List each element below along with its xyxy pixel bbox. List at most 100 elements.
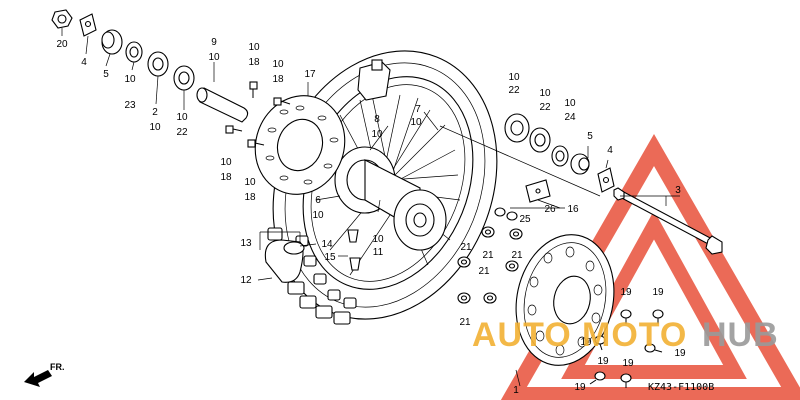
callout-21c: 21 [460, 242, 472, 253]
callout-18b: 18 [272, 74, 284, 85]
callout-20: 20 [56, 39, 68, 50]
leader-lines [61, 28, 680, 387]
brake-disc [254, 95, 346, 195]
chain-adjuster-plate-right-icon [597, 167, 615, 193]
callout-4b: 4 [607, 145, 613, 156]
disc-bolts [225, 81, 291, 148]
callout-19e: 19 [597, 356, 609, 367]
sprocket-nuts [457, 207, 523, 304]
callout-5a: 5 [103, 69, 109, 80]
bolt-icon [273, 97, 291, 106]
axle-collar [196, 87, 249, 123]
front-label: FR. [50, 362, 65, 372]
callout-21e: 21 [459, 317, 471, 328]
callout-10f: 10 [272, 59, 284, 70]
callout-10h: 10 [244, 177, 256, 188]
callout-19d: 19 [674, 348, 686, 359]
callout-7: 7 [415, 104, 421, 115]
callout-10o: 10 [564, 98, 576, 109]
bolt-icon [225, 125, 243, 134]
watermark-word-hub: HUB [702, 316, 779, 354]
callout-18d: 18 [244, 192, 256, 203]
callout-5b: 5 [587, 131, 593, 142]
bolt-icon [247, 139, 265, 148]
callout-23: 23 [124, 100, 136, 111]
callout-10m: 10 [508, 72, 520, 83]
callout-10i: 10 [371, 129, 383, 140]
callout-16: 16 [567, 204, 579, 215]
callout-21b: 21 [511, 250, 523, 261]
bolt-icon [644, 343, 663, 353]
chain-adjuster-plate-left-icon [79, 13, 97, 37]
callout-26: 26 [544, 204, 556, 215]
callout-13: 13 [240, 238, 252, 249]
callout-3: 3 [675, 185, 681, 196]
callout-10e: 10 [248, 42, 260, 53]
chain-slider-block [525, 179, 551, 203]
bearing-left-icon [147, 51, 169, 77]
callout-2: 2 [152, 107, 158, 118]
bearing-right-2-icon [529, 127, 551, 153]
callout-labels: 20 4 5 10 23 2 10 10 22 9 10 10 18 10 18… [56, 37, 686, 396]
callout-19g: 19 [574, 382, 586, 393]
diagram-code: KZ43-F1100B [648, 382, 714, 393]
nut-icon [509, 228, 523, 240]
nut-icon [505, 260, 519, 272]
callout-11: 11 [373, 247, 384, 258]
rim-lock-and-valve [347, 229, 361, 271]
watermark-text: AUTO MOTO HUB [472, 316, 779, 354]
callout-10j: 10 [410, 117, 422, 128]
callout-10k: 10 [312, 210, 324, 221]
callout-21d: 21 [478, 266, 490, 277]
sprocket-bolts [589, 309, 664, 388]
callout-22b: 22 [508, 85, 520, 96]
callout-22c: 22 [539, 102, 551, 113]
callout-10b: 10 [149, 122, 161, 133]
callout-10l: 10 [372, 234, 384, 245]
callout-1: 1 [513, 385, 519, 396]
watermark-word-auto: AUTO [472, 316, 572, 354]
callout-10a: 10 [124, 74, 136, 85]
callout-10g: 10 [220, 157, 232, 168]
callout-25: 25 [519, 214, 531, 225]
nut-icon [494, 207, 506, 217]
arrow-left-icon [24, 370, 52, 387]
disc-guard [264, 239, 305, 283]
callout-19f: 19 [622, 358, 634, 369]
collar-right-icon [570, 153, 590, 175]
nut-icon [506, 211, 518, 221]
front-direction-marker: FR. [24, 362, 65, 387]
callout-14: 14 [321, 239, 333, 250]
callout-19b: 19 [652, 287, 664, 298]
axle-nut-icon [51, 9, 73, 29]
callout-6: 6 [315, 195, 321, 206]
bolt-icon [620, 309, 632, 324]
bolt-icon [620, 373, 632, 388]
oil-seal-left-icon [125, 41, 143, 63]
rear-axle [613, 187, 723, 255]
callout-10n: 10 [539, 88, 551, 99]
callout-15: 15 [324, 252, 336, 263]
bearing-right-icon [504, 113, 530, 143]
bearing-left-2-icon [173, 65, 195, 91]
right-bearing-stack [504, 113, 615, 193]
nut-icon [481, 226, 495, 238]
nut-icon [483, 292, 497, 304]
oil-seal-right-icon [551, 145, 569, 167]
chain-adjuster-bracket [357, 59, 391, 101]
bolt-icon [249, 81, 258, 98]
callout-18c: 18 [220, 172, 232, 183]
callout-12: 12 [240, 275, 252, 286]
callout-19a: 19 [620, 287, 632, 298]
callout-10d: 10 [208, 52, 220, 63]
wheel-hub [334, 146, 447, 251]
callout-21a: 21 [482, 250, 494, 261]
callout-22a: 22 [176, 127, 188, 138]
nut-icon [457, 256, 471, 268]
nut-icon [457, 292, 471, 304]
callout-17: 17 [304, 69, 316, 80]
callout-4a: 4 [81, 57, 87, 68]
bolt-icon [652, 309, 664, 324]
